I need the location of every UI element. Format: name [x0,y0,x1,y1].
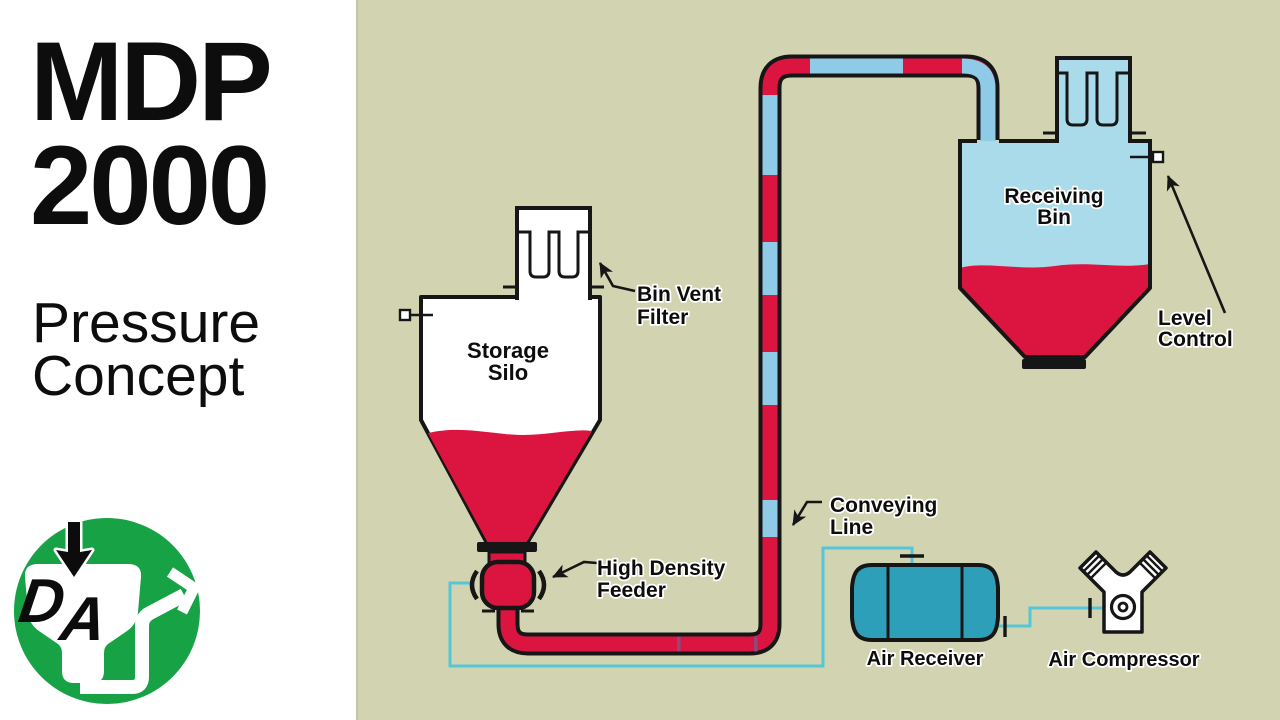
level-sensor [1151,150,1165,164]
diagram-labels: Storage Silo Bin Vent Filter High Densit… [465,183,1234,673]
compressor-flywheel-hub [1117,601,1129,613]
air-slug [762,242,778,295]
company-logo: D A [14,518,202,704]
air-slug [762,500,778,537]
logo-pipe [80,588,188,694]
compressor-flywheel [1109,593,1137,621]
air-slug [762,95,778,175]
title-line-2: 2000 [30,123,270,248]
receiving-bin-label-1: Receiving [1004,185,1103,208]
conveying-leader-arrow [791,500,822,526]
receiving-bin-filter-cartridges [1057,71,1130,127]
air-slugs-blue [762,58,996,537]
slug-divider [677,636,681,652]
leader-arrows [552,175,1227,579]
level-control-label-1: Level [1158,307,1212,330]
bin-vent-filter-label-2: Filter [637,306,688,329]
air-receiver [850,563,1000,642]
storage-silo-material [428,429,592,543]
logo-letter-a: A [54,585,110,654]
high-density-feeder-label-2: Feeder [597,579,666,602]
air-slug [810,58,903,74]
air-compressor-label: Air Compressor [1048,649,1199,671]
receiving-bin-outline [958,140,1152,359]
high-density-feeder-label-1: High Density [597,557,726,580]
logo-letter-d: D [15,567,69,636]
subtitle-line-1: Pressure [32,291,261,355]
air-piping [448,546,1104,668]
receiving-bin [958,56,1165,369]
receiving-bin-base [1022,359,1086,369]
storage-silo-filter-cartridges [517,230,590,279]
receiving-bin-label-2: Bin [1037,206,1071,229]
slug-divider [754,636,758,652]
silo-sensor [398,308,412,322]
bin-vent-leader-arrow [598,262,636,293]
receiving-bin-material [960,264,1150,357]
title-line-1: MDP [30,19,273,144]
level-control-label-2: Control [1158,328,1233,351]
air-line-receiver-to-feeder [448,546,914,668]
logo-pipe-arrow-icon [166,567,202,615]
storage-silo-label-1: Storage [467,338,549,363]
filter-neck [519,286,588,299]
level-leader-arrow [1166,175,1227,314]
filter-neck [1059,131,1128,143]
feeder-side-arc [537,569,547,601]
air-line-compressor-to-receiver [998,606,1104,628]
subtitle-line-2: Concept [32,344,245,408]
compressor-body [1078,550,1168,634]
logo-hopper-shape [24,564,142,683]
conveying-line-pipe [496,54,1000,656]
bin-vent-filter-label-1: Bin Vent [637,283,721,306]
storage-silo-label-2: Silo [488,360,528,385]
air-slug [762,352,778,405]
air-receiver-label: Air Receiver [867,648,984,670]
conveying-line-label-2: Line [830,516,873,539]
logo-inlet-arrow-icon [53,519,95,580]
air-slug-elbow [961,58,996,141]
feeder-leader-arrow [552,560,598,579]
storage-silo [398,206,604,547]
feeder-body [479,559,537,611]
feeder-side-arc [469,569,479,601]
air-receiver-tank [850,563,1000,642]
air-compressor [1078,550,1168,634]
compressor-fins [1082,554,1164,580]
feeder-top-flange [477,542,537,552]
high-density-feeder [469,542,547,613]
conveying-line-label-1: Conveying [830,494,937,517]
